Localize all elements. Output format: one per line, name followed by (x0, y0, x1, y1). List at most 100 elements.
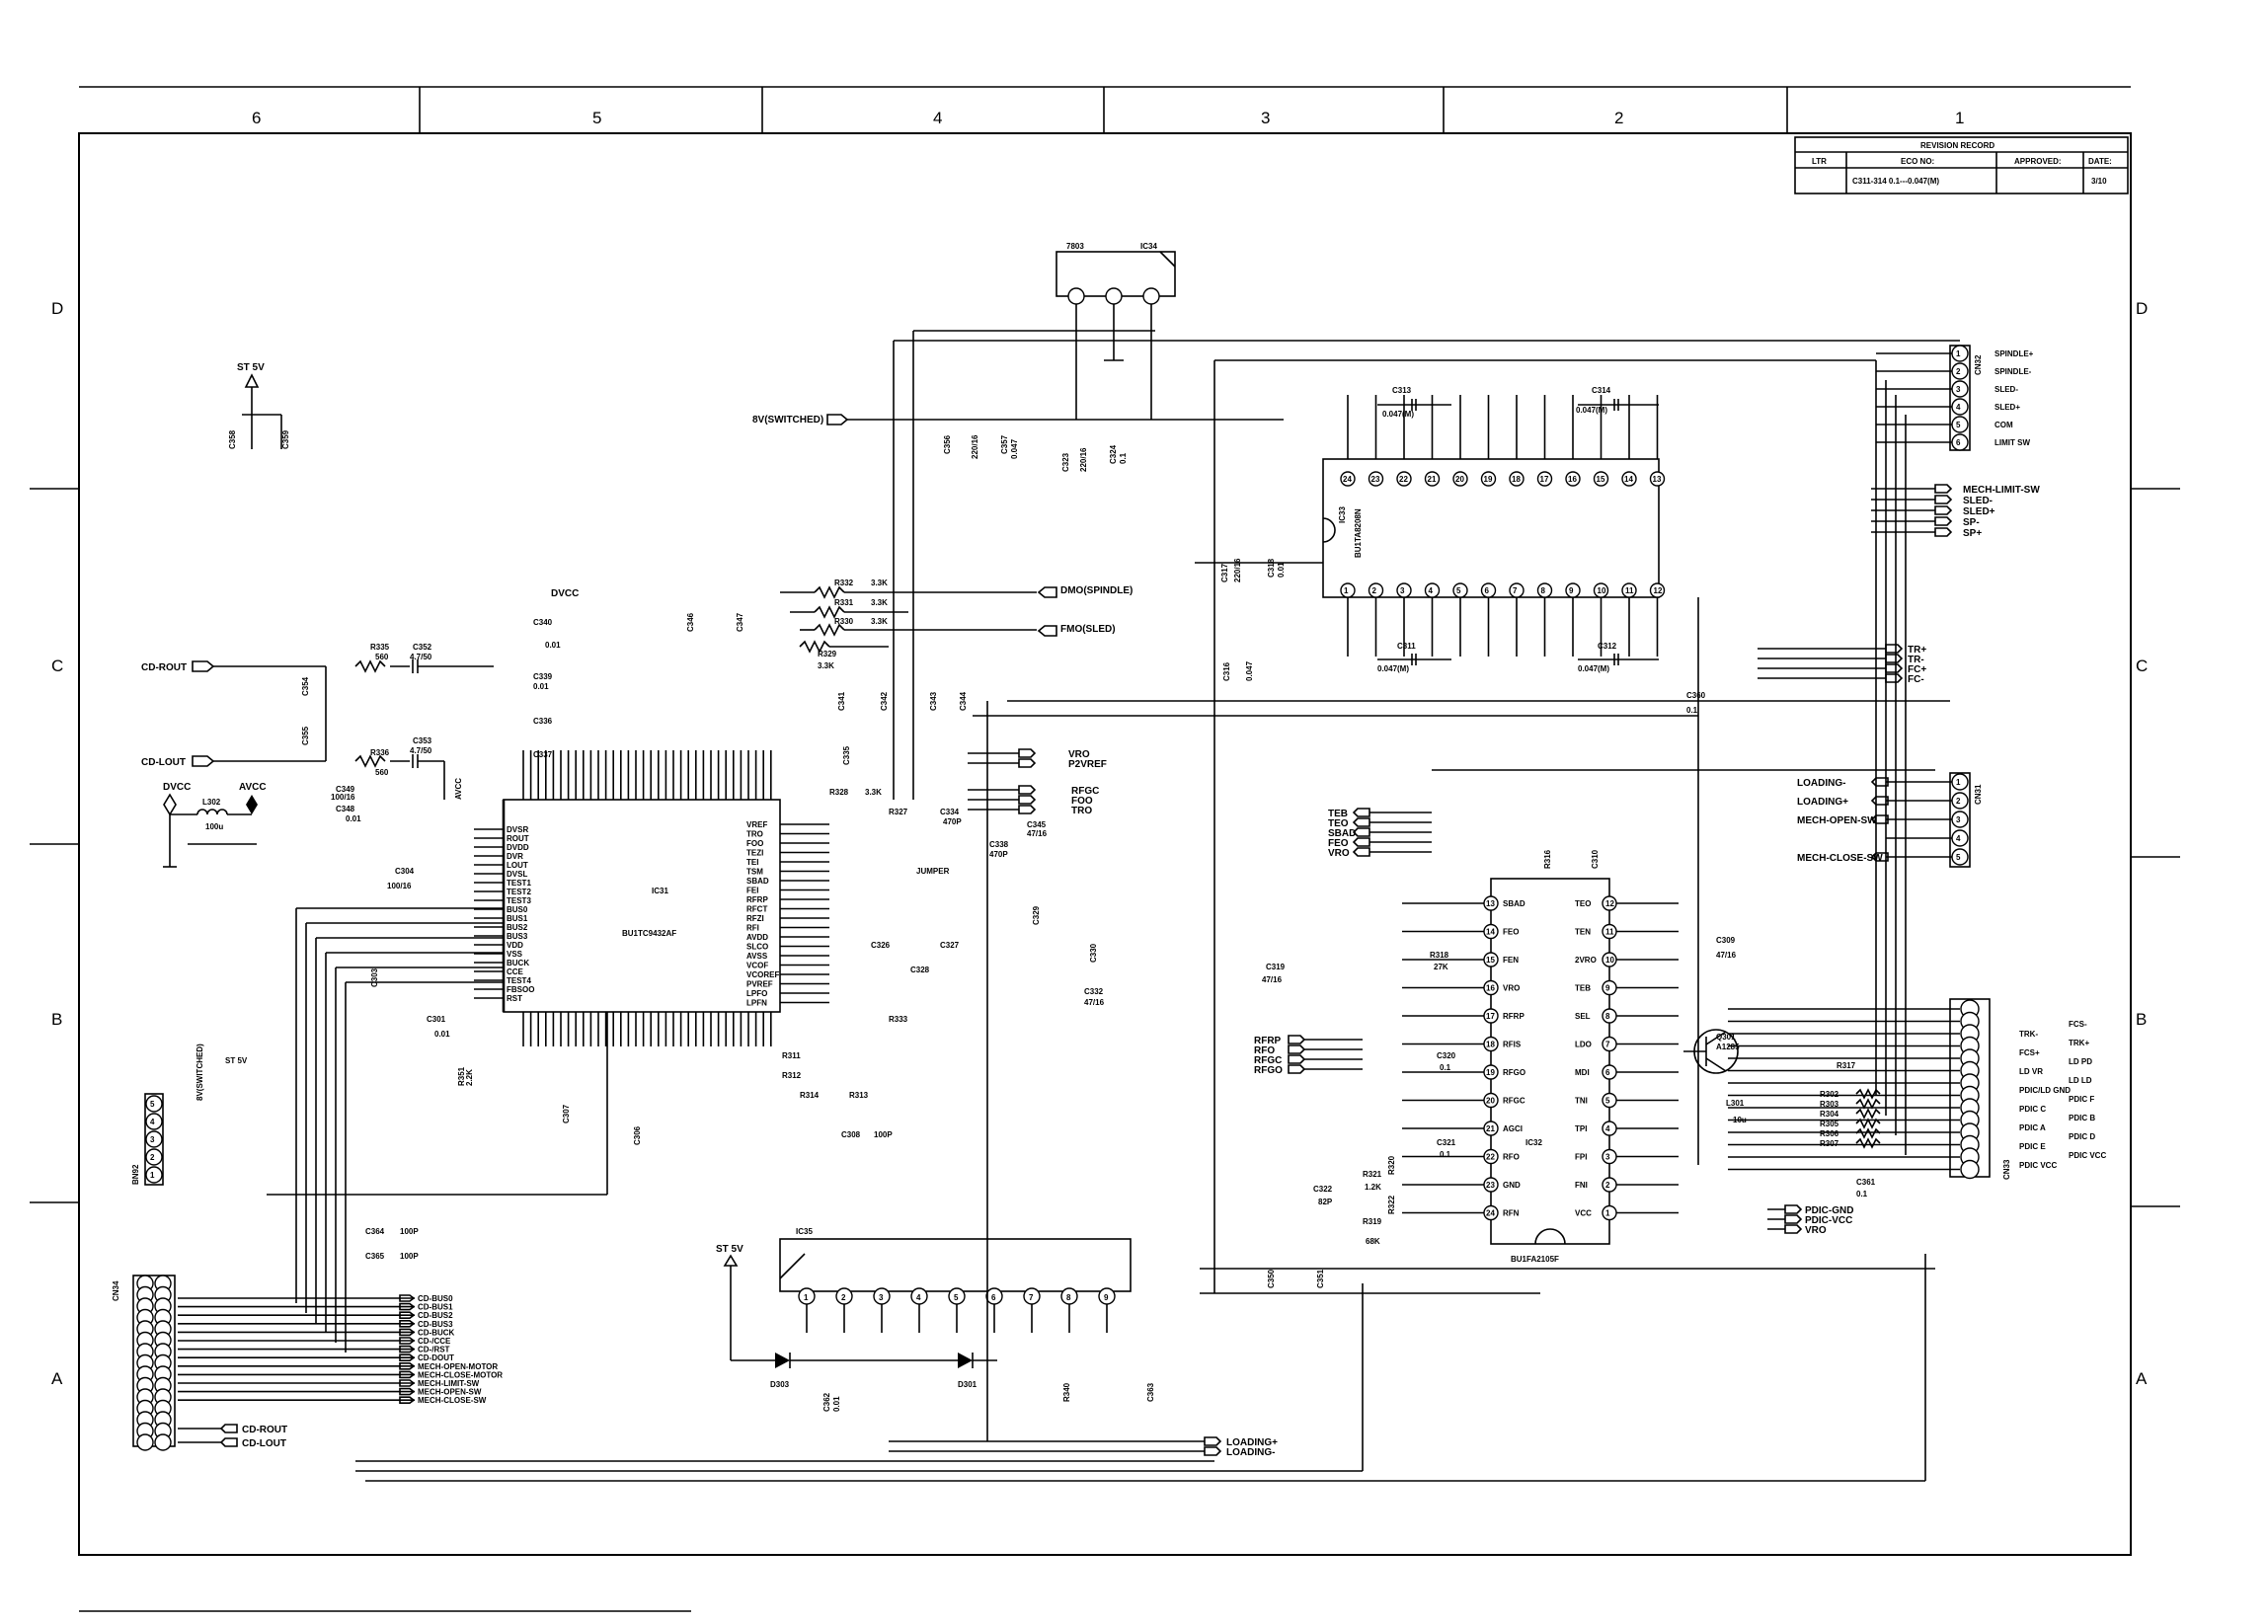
ic33-pin (1424, 582, 1441, 598)
ic33-pin-number: 7 (1513, 586, 1518, 595)
c335-label: C335 (842, 745, 851, 765)
rfgc-group-label: FOO (1071, 796, 1093, 807)
c320-label: C320 (1437, 1051, 1456, 1060)
cn32-pin-number: 6 (1956, 438, 1961, 447)
c304-value: 100/16 (387, 882, 412, 890)
ic32-pin (1602, 895, 1617, 911)
c349-value: 100/16 (331, 793, 355, 802)
cn33-right-label: LD PD (2069, 1057, 2092, 1066)
ic31-left-pin-name: RST (507, 994, 522, 1003)
ic31-right-pin-name: FOO (746, 839, 763, 848)
ic31-left-pin-name: VDD (507, 941, 523, 950)
ic32-right-pins: 12TEO11TEN102VRO9TEB8SEL7LDO6MDI5TNI4TPI… (1575, 895, 1679, 1221)
dvcc-left-label: DVCC (163, 782, 191, 793)
r351-label: R351 (457, 1066, 466, 1086)
ic35-pin-number: 3 (879, 1293, 884, 1302)
teb-group-label: TEB (1328, 809, 1348, 819)
ic33-pin-number: 17 (1540, 475, 1549, 484)
ic32-pin-number: 6 (1605, 1068, 1610, 1077)
c326-label: C326 (871, 941, 891, 950)
v8-switched-label: 8V(SWITCHED) (752, 415, 823, 425)
ic33-pin (1396, 582, 1412, 598)
c364-label: C364 (365, 1227, 385, 1236)
ic33-pin (1509, 582, 1525, 598)
c304-label: C304 (395, 867, 415, 876)
cn34-label: CD-BUS2 (418, 1311, 453, 1320)
ic33-pin (1452, 471, 1468, 487)
zone-col-3: 3 (1261, 109, 1270, 127)
pdic-group-label: VRO (1805, 1225, 1827, 1236)
ic32-left-pin-name: RFGC (1503, 1097, 1525, 1106)
cn34-label: CD-/RST (418, 1346, 450, 1354)
ic32-pin-number: 19 (1486, 1068, 1495, 1077)
l301-label: L301 (1726, 1099, 1745, 1108)
ic33-pin-number: 5 (1456, 586, 1461, 595)
c351-label: C351 (1316, 1269, 1325, 1288)
bn92-pin (145, 1148, 163, 1166)
ic32-pin-number: 2 (1605, 1181, 1610, 1190)
r318-value: 27K (1434, 963, 1448, 971)
rfgc-group-label: TRO (1071, 806, 1092, 816)
c306-label: C306 (633, 1125, 642, 1145)
c348-label: C348 (336, 805, 355, 813)
cn34-label: CD-BUS0 (418, 1294, 453, 1303)
ic34-name: IC34 (1140, 242, 1157, 251)
r331-label: R331 (834, 598, 854, 607)
loading-out-label: LOADING+ (1226, 1437, 1278, 1448)
ic31-right-pin-name: RFRP (746, 895, 768, 904)
cn34-pin (154, 1433, 172, 1451)
ic31-right-pin-name: TRO (746, 830, 763, 839)
ic33-pin-number: 9 (1569, 586, 1574, 595)
c323-label: C323 (1061, 452, 1070, 472)
ic33-pin (1368, 582, 1384, 598)
ic33-pin (1480, 471, 1497, 487)
c323-value: 220/16 (1079, 447, 1088, 472)
cn33-left-label: PDIC A (2019, 1123, 2046, 1132)
dmo-arrow (1037, 586, 1057, 598)
ic31-left-pin-name: DVSR (507, 825, 528, 834)
cn34-label: CD-/CCE (418, 1337, 451, 1346)
ic35-pin-number: 8 (1066, 1293, 1071, 1302)
ic32-pin (1483, 952, 1499, 967)
ic32-pin-number: 8 (1605, 1012, 1610, 1021)
c311-value: 0.047(M) (1377, 664, 1409, 673)
c340-value: 0.01 (545, 641, 561, 650)
mech-out-label: SP+ (1963, 528, 1982, 539)
zone-row-c-left: C (51, 657, 63, 675)
cn32-pin-number: 5 (1956, 421, 1961, 429)
c314-label: C314 (1592, 386, 1611, 395)
ic32-left-pin-name: FEO (1503, 928, 1519, 937)
cn33-right-label: TRK+ (2069, 1039, 2089, 1047)
bn92-pin (145, 1095, 163, 1113)
zone-col-1: 1 (1955, 109, 1964, 127)
ic33-pin-number: 10 (1598, 586, 1606, 595)
ic31-bot-pinrow (522, 1012, 772, 1046)
ic35-pin-number: 1 (804, 1293, 809, 1302)
teb-group-label: VRO (1328, 848, 1350, 859)
c338-label: C338 (989, 840, 1009, 849)
cn34-label: CD-DOUT (418, 1353, 454, 1362)
pdic-group-label: PDIC-VCC (1805, 1215, 1852, 1226)
zone-col-5: 5 (592, 109, 601, 127)
r316-label: R316 (1543, 849, 1552, 869)
c308-value: 100P (874, 1130, 893, 1139)
cn31-label: MECH-CLOSE-SW (1797, 853, 1883, 864)
cn34-label: CD-BUCK (418, 1328, 455, 1337)
r328-value: 3.3K (865, 788, 882, 797)
loading-out-labels: LOADING+LOADING- (889, 1436, 1278, 1458)
c316-label: C316 (1222, 661, 1231, 681)
ic33-pin-number: 2 (1372, 586, 1377, 595)
r322-label: R322 (1387, 1195, 1396, 1214)
mech-out-label: SP- (1963, 517, 1980, 528)
cn33-left-label: LD VR (2019, 1067, 2043, 1076)
cn32-pin-number: 4 (1956, 403, 1961, 412)
c327-label: C327 (940, 941, 960, 950)
cn33-left-label: FCS+ (2019, 1048, 2040, 1057)
c357-label: C357 (1000, 434, 1009, 454)
ic33-pin (1649, 582, 1666, 598)
c345-label: C345 (1027, 820, 1047, 829)
